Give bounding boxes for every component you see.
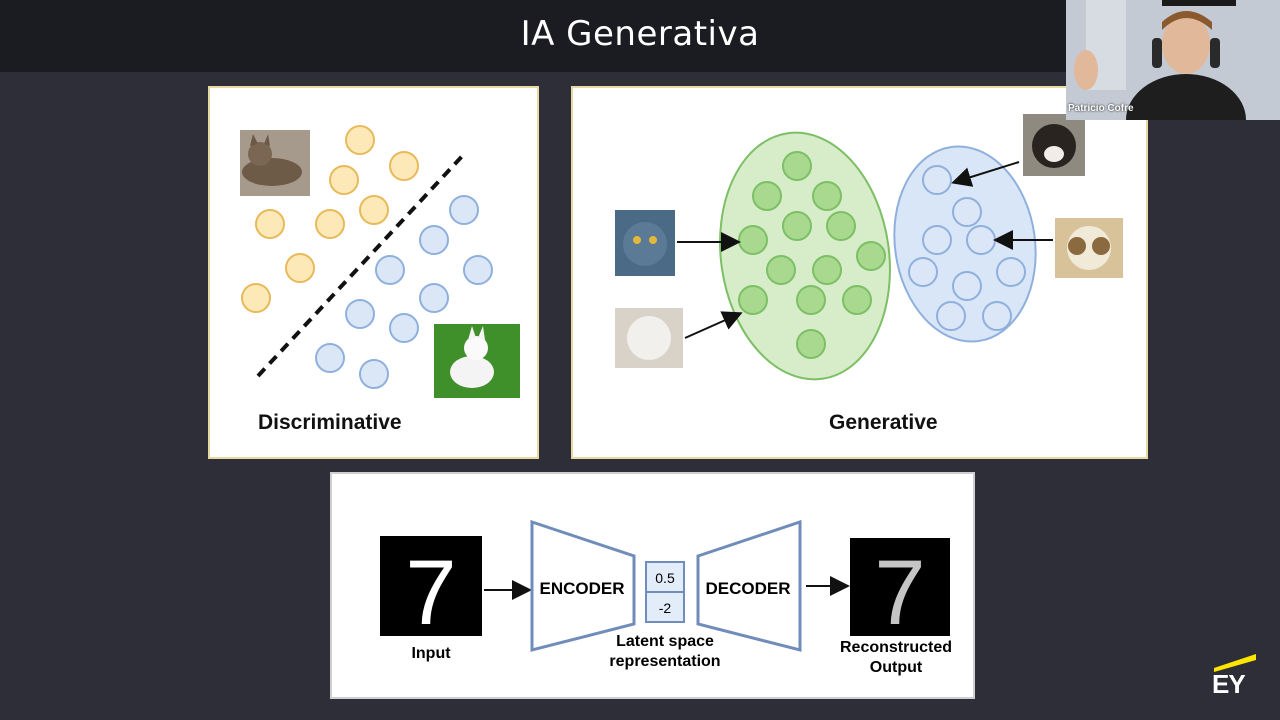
green-dot-10 bbox=[738, 285, 768, 315]
generative-diagram bbox=[615, 114, 1123, 381]
autoencoder-panel: 7 ENCODER 0.5 -2 DECODER 7 Input Latent … bbox=[330, 472, 975, 699]
generative-blue-dot-4 bbox=[966, 225, 996, 255]
dog-image bbox=[434, 324, 520, 398]
blue-dot-3 bbox=[463, 255, 493, 285]
output-label-line1: Reconstructed bbox=[840, 639, 952, 656]
orange-dot-8 bbox=[241, 283, 271, 313]
generative-blue-dot-8 bbox=[936, 301, 966, 331]
dog-distribution-blob bbox=[893, 145, 1037, 343]
green-dot-5 bbox=[826, 211, 856, 241]
green-dot-12 bbox=[842, 285, 872, 315]
generative-blue-dot-9 bbox=[982, 301, 1012, 331]
arrow-white-cat bbox=[684, 311, 743, 339]
latent-box-2 bbox=[645, 591, 685, 623]
discriminative-panel: Discriminative bbox=[208, 86, 539, 459]
generative-blue-dot-3 bbox=[922, 225, 952, 255]
input-label: Input bbox=[411, 645, 451, 662]
shihtzu-dog-image bbox=[1055, 218, 1123, 278]
orange-dot-2 bbox=[389, 151, 419, 181]
blue-cat-image bbox=[615, 210, 675, 276]
input-image bbox=[380, 536, 482, 636]
blue-dot-4 bbox=[375, 255, 405, 285]
generative-label: Generative bbox=[829, 411, 938, 434]
autoencoder-diagram: 7 ENCODER 0.5 -2 DECODER 7 Input Latent … bbox=[380, 519, 952, 676]
green-dot-8 bbox=[766, 255, 796, 285]
green-dot-2 bbox=[752, 181, 782, 211]
blue-dot-8 bbox=[315, 343, 345, 373]
cat-image bbox=[240, 130, 310, 196]
orange-dot-6 bbox=[315, 209, 345, 239]
arrow-bernese bbox=[951, 161, 1020, 187]
encoder-block bbox=[530, 519, 636, 652]
blue-dot-7 bbox=[389, 313, 419, 343]
output-digit: 7 bbox=[874, 542, 925, 644]
blue-dot-1 bbox=[449, 195, 479, 225]
orange-dot-7 bbox=[285, 253, 315, 283]
input-digit: 7 bbox=[405, 542, 456, 644]
slide-title: IA Generativa bbox=[520, 14, 760, 54]
webcam-video-tile[interactable] bbox=[1066, 0, 1280, 120]
generative-blue-dot-5 bbox=[908, 257, 938, 287]
output-label-line2: Output bbox=[870, 659, 923, 676]
green-dot-6 bbox=[738, 225, 768, 255]
green-dot-1 bbox=[782, 151, 812, 181]
latent-value-1: 0.5 bbox=[655, 570, 675, 586]
blue-dot-2 bbox=[419, 225, 449, 255]
discriminative-label: Discriminative bbox=[258, 411, 402, 434]
generative-blue-dot-2 bbox=[952, 197, 982, 227]
green-dot-13 bbox=[796, 329, 826, 359]
latent-label-line2: representation bbox=[609, 653, 720, 670]
blue-dot-5 bbox=[419, 283, 449, 313]
encoder-label: ENCODER bbox=[539, 579, 624, 598]
green-dot-7 bbox=[856, 241, 886, 271]
white-cat-image bbox=[615, 308, 683, 368]
generative-blue-dot-6 bbox=[996, 257, 1026, 287]
orange-dot-5 bbox=[255, 209, 285, 239]
green-dot-4 bbox=[782, 211, 812, 241]
discriminative-diagram bbox=[240, 125, 520, 398]
generative-blue-dot-7 bbox=[952, 271, 982, 301]
orange-dot-4 bbox=[359, 195, 389, 225]
decoder-label: DECODER bbox=[705, 579, 790, 598]
ey-logo bbox=[1214, 654, 1256, 672]
generative-panel: Generative bbox=[571, 86, 1148, 459]
green-dot-11 bbox=[796, 285, 826, 315]
orange-dot-1 bbox=[345, 125, 375, 155]
participant-video bbox=[1066, 0, 1280, 120]
decoder-block bbox=[696, 519, 802, 652]
bernese-dog-image bbox=[1023, 114, 1085, 176]
green-dot-3 bbox=[812, 181, 842, 211]
latent-label-line1: Latent space bbox=[616, 633, 714, 650]
blue-dot-6 bbox=[345, 299, 375, 329]
green-dot-9 bbox=[812, 255, 842, 285]
latent-value-2: -2 bbox=[659, 600, 672, 616]
participant-name: Patricio Cofre bbox=[1068, 103, 1134, 114]
ey-logo-text: EY bbox=[1212, 669, 1246, 699]
orange-dot-3 bbox=[329, 165, 359, 195]
output-image bbox=[850, 538, 950, 636]
blue-dot-9 bbox=[359, 359, 389, 389]
generative-blue-dot-1 bbox=[922, 165, 952, 195]
